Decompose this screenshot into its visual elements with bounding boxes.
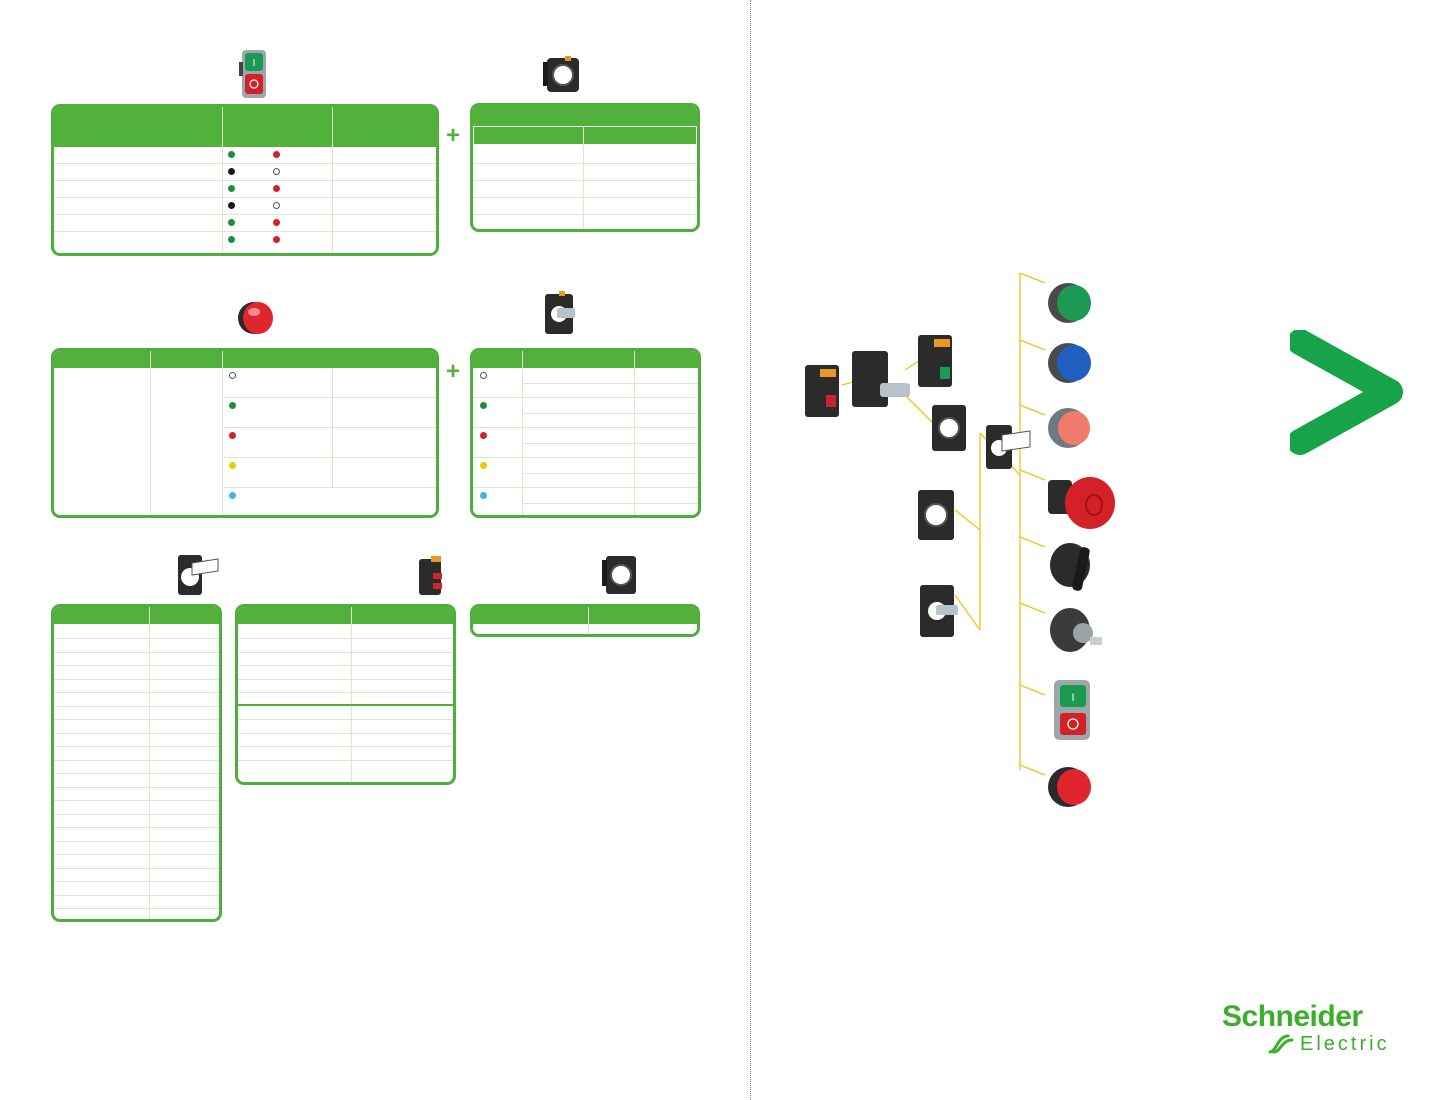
plus-sign: + <box>446 358 461 385</box>
contact-block-icon <box>805 365 839 417</box>
illuminated-pushbutton-icon <box>1048 408 1090 448</box>
contact-block-icon <box>419 556 442 595</box>
red-pilot-light-icon <box>238 302 273 334</box>
assembly-diagram: I <box>805 272 1115 807</box>
mounting-collar-icon <box>932 405 966 451</box>
legend-holder-icon <box>178 555 219 595</box>
fixing-collar-icon <box>602 556 636 594</box>
chevron-right-icon <box>1290 330 1403 455</box>
legend-holder-icon <box>986 425 1031 469</box>
page-fold-divider <box>750 0 751 1100</box>
mounting-collar-icon <box>918 490 954 540</box>
double-pushbutton-icon: I <box>1054 680 1090 740</box>
pilot-light-table <box>51 348 439 518</box>
light-block-table <box>470 348 701 518</box>
green-pushbutton-icon <box>1048 283 1091 323</box>
red-pilot-light-icon <box>1048 767 1091 807</box>
selector-switch-icon <box>1050 543 1090 591</box>
key-switch-icon <box>1050 608 1102 652</box>
legend-holder-table <box>51 604 222 922</box>
contact-block-icon <box>918 335 952 387</box>
light-block-icon <box>920 585 958 637</box>
emergency-stop-icon <box>1048 477 1115 529</box>
light-block-icon <box>545 291 575 334</box>
svg-text:I: I <box>1071 692 1074 704</box>
plus-sign: + <box>446 122 461 149</box>
double-pushbutton-icon: I <box>239 50 266 98</box>
mounting-collar-table <box>470 103 700 232</box>
light-block-icon <box>852 351 910 407</box>
brand-logo-name: Schneider <box>1222 1000 1363 1033</box>
contact-block-table <box>235 604 456 785</box>
mounting-collar-icon <box>543 56 579 92</box>
brand-logo-subname: Electric <box>1300 1033 1390 1055</box>
fixing-collar-table <box>470 604 700 637</box>
brand-logo-mark-icon <box>1268 1034 1294 1054</box>
blue-pushbutton-icon <box>1048 343 1091 383</box>
svg-text:I: I <box>253 58 256 69</box>
double-pushbutton-table <box>51 104 439 256</box>
